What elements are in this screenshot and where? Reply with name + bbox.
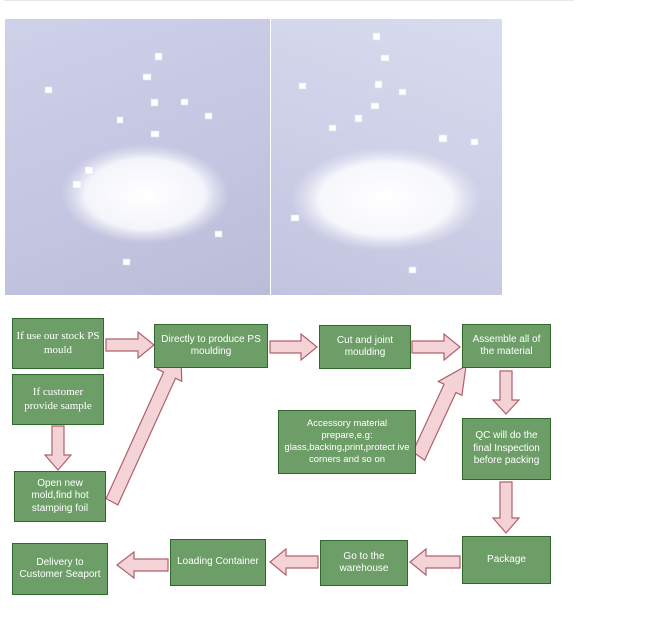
arrow-cut-to-assemble (411, 332, 461, 362)
step-warehouse-label: Go to the warehouse (339, 550, 389, 575)
step-assemble-label: Assemble all of the material (472, 333, 541, 358)
step-produce-label: Directly to produce PS moulding (161, 333, 261, 358)
step-cut-joint: Cut and joint moulding (319, 325, 411, 369)
top-divider (4, 0, 574, 1)
arrow-package-to-warehouse (409, 547, 461, 577)
arrow-assemble-to-qc (491, 370, 521, 415)
step-delivery-label: Delivery to Customer Seaport (19, 556, 101, 581)
step-qc: QC will do the final Inspection before p… (462, 418, 551, 480)
step-cut-joint-label: Cut and joint moulding (336, 334, 394, 359)
pellets-photo-left (5, 19, 270, 295)
step-stock-mould-label: If use our stock PS mould (16, 329, 100, 356)
arrow-accessory-to-assemble (412, 364, 467, 462)
step-accessory-label: Accessory material prepare,e.g: glass,ba… (284, 418, 410, 465)
arrow-qc-to-package (491, 481, 521, 534)
step-produce: Directly to produce PS moulding (154, 324, 268, 368)
step-accessory: Accessory material prepare,e.g: glass,ba… (278, 410, 416, 474)
arrow-warehouse-to-loading (269, 547, 319, 577)
step-stock-mould: If use our stock PS mould (12, 318, 104, 369)
arrow-loading-to-delivery (116, 550, 169, 580)
arrow-stock-to-produce (105, 330, 155, 360)
step-delivery: Delivery to Customer Seaport (12, 543, 108, 595)
step-package-label: Package (487, 553, 526, 565)
step-assemble: Assemble all of the material (462, 324, 551, 368)
step-package: Package (462, 536, 551, 584)
step-warehouse: Go to the warehouse (320, 540, 408, 586)
step-customer-sample-label: If customer provide sample (24, 385, 92, 412)
arrow-produce-to-cut (269, 332, 318, 362)
step-loading-label: Loading Container (177, 556, 259, 568)
pellets-photo-right (271, 19, 502, 295)
step-qc-label: QC will do the final Inspection before p… (473, 430, 540, 467)
arrow-openmold-to-produce (105, 349, 183, 506)
step-loading: Loading Container (170, 539, 266, 586)
arrow-sample-to-open-mold (43, 425, 73, 471)
step-open-mold: Open new mold,find hot stamping foil (14, 471, 106, 522)
step-customer-sample: If customer provide sample (12, 374, 104, 425)
step-open-mold-label: Open new mold,find hot stamping foil (31, 477, 89, 514)
